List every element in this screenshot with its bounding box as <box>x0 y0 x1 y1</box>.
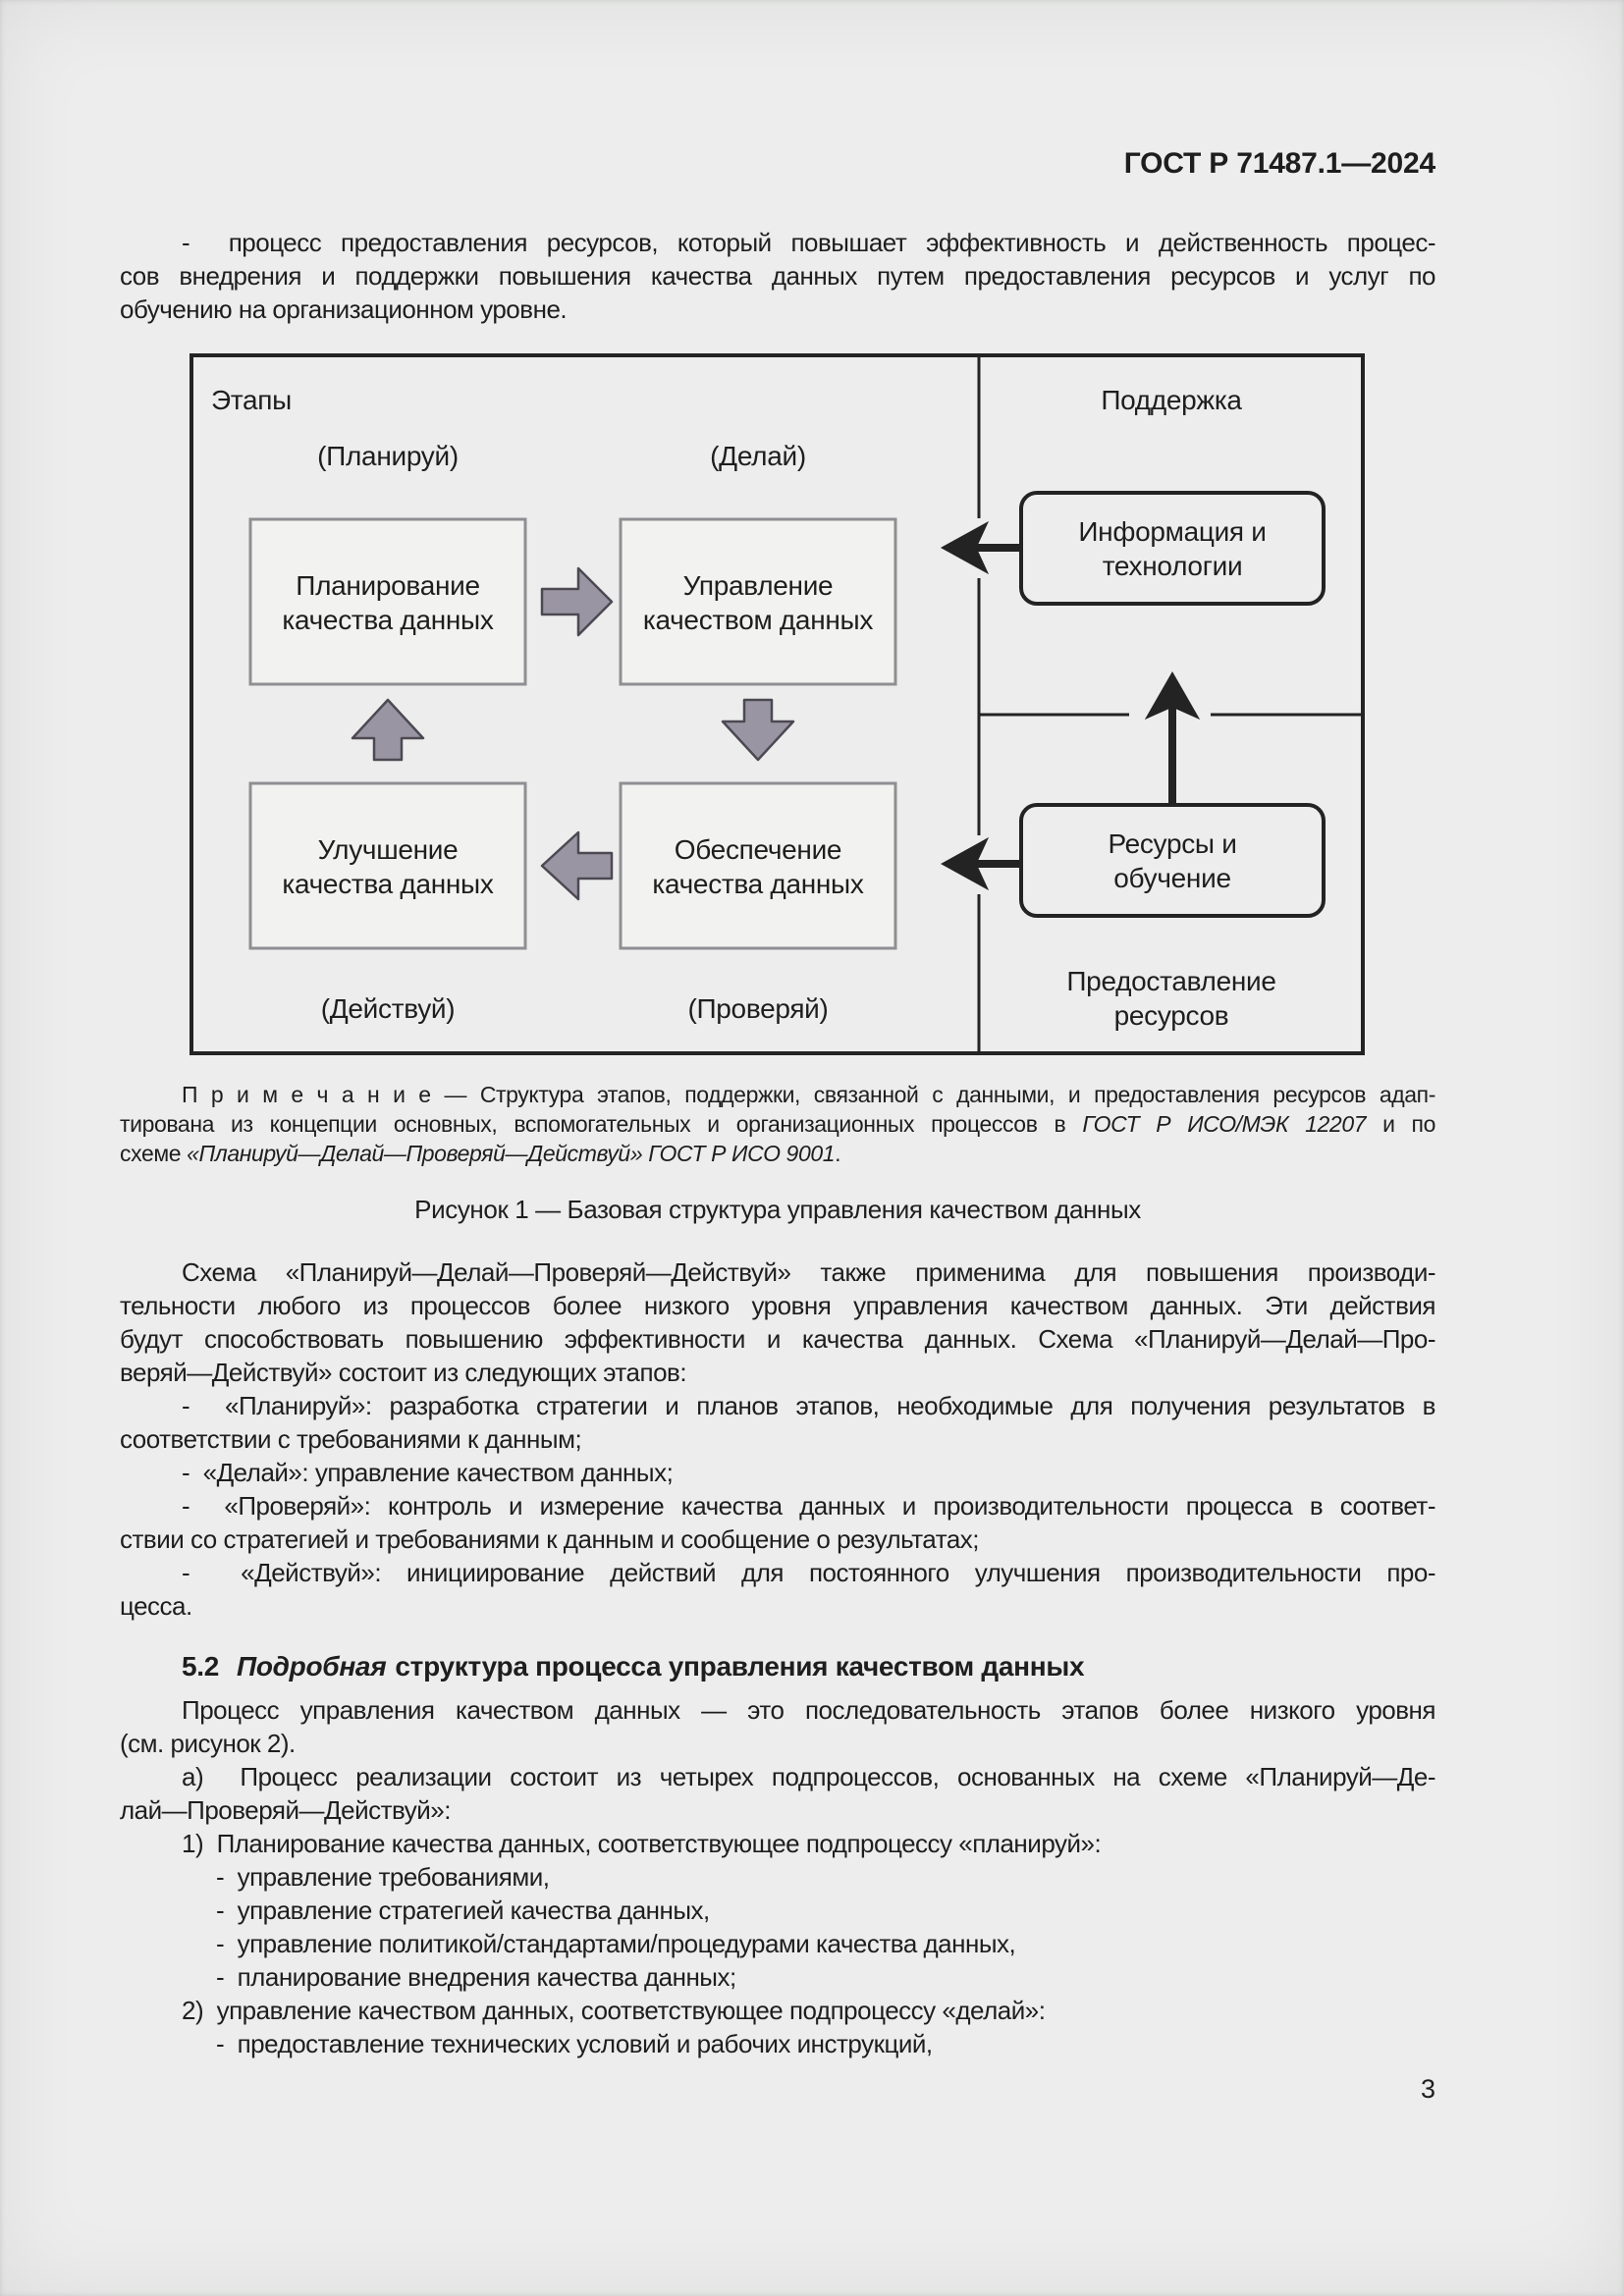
svg-text:обучение: обучение <box>1113 863 1230 893</box>
box-data-quality-management: Управление качеством данных <box>619 517 897 686</box>
note-line: схеме «Планируй—Делай—Проверяй—Действуй»… <box>120 1141 841 1166</box>
box-data-quality-assurance: Обеспечение качества данных <box>619 781 897 950</box>
list-item-continuation: лай—Проверяй—Действуй»: <box>120 1795 451 1825</box>
list-item: - «Делай»: управление качеством данных; <box>182 1458 674 1487</box>
standard-designation: ГОСТ Р 71487.1—2024 <box>1123 147 1435 180</box>
info-arrow-left-icon <box>940 520 990 575</box>
box-data-quality-planning: Планирование качества данных <box>248 517 527 686</box>
heading-italic-word: Подробная <box>237 1651 387 1682</box>
arrow-right-icon <box>540 566 614 637</box>
box-resources-and-training: Ресурсы и обучение <box>1019 803 1326 918</box>
sub-list-item: - предоставление технических условий и р… <box>216 2029 933 2058</box>
svg-text:Управление: Управление <box>683 570 834 601</box>
heading-number: 5.2 <box>182 1651 220 1682</box>
list-item: - «Действуй»: инициирование действий для… <box>182 1558 1436 1587</box>
figure-note: П р и м е ч а н и е — Структура этапов, … <box>120 1080 1435 1168</box>
svg-text:Ресурсы и: Ресурсы и <box>1108 828 1236 859</box>
svg-text:Планирование: Планирование <box>296 570 480 601</box>
svg-text:качества данных: качества данных <box>282 869 493 899</box>
paragraph-line: (см. рисунок 2). <box>120 1729 296 1758</box>
arrow-up-icon <box>351 698 425 762</box>
page-content: ГОСТ Р 71487.1—2024 - процесс предоставл… <box>120 0 1436 2106</box>
process-paragraph: Процесс управления качеством данных — эт… <box>120 1693 1436 1760</box>
arrow-down-icon <box>721 698 795 762</box>
list-item: а) Процесс реализации состоит из четырех… <box>182 1762 1436 1791</box>
svg-text:качества данных: качества данных <box>282 605 493 635</box>
list-item: 1) Планирование качества данных, соответ… <box>182 1829 1102 1858</box>
list-item: - «Планируй»: разработка стратегии и пла… <box>182 1391 1436 1420</box>
list-item-continuation: цесса. <box>120 1591 192 1621</box>
paragraph-line: - процесс предоставления ресурсов, котор… <box>182 228 1436 257</box>
stages-section-label: Этапы <box>211 385 292 415</box>
detailed-structure-list: а) Процесс реализации состоит из четырех… <box>120 1760 1436 2060</box>
pdca-paragraph: Схема «Планируй—Делай—Проверяй—Действуй»… <box>120 1255 1436 1389</box>
note-line: П р и м е ч а н и е — Структура этапов, … <box>182 1082 1435 1107</box>
paragraph-line: Схема «Планируй—Делай—Проверяй—Действуй»… <box>182 1257 1436 1287</box>
standard-reference: «Планируй—Делай—Проверяй—Действуй» ГОСТ … <box>187 1141 836 1166</box>
svg-text:Информация и: Информация и <box>1078 516 1266 547</box>
figure-1-diagram: Этапы Поддержка (Планируй) (Делай) (Дейс… <box>189 353 1365 1055</box>
sub-list-item: - управление политикой/стандартами/проце… <box>216 1929 1016 1958</box>
box-information-and-technology: Информация и технологии <box>1019 491 1326 606</box>
figure-1-caption: Рисунок 1 — Базовая структура управления… <box>414 1195 1141 1224</box>
paragraph-line: тельности любого из процессов более низк… <box>120 1291 1436 1320</box>
standard-reference: ГОСТ Р ИСО/МЭК 12207 <box>1082 1111 1367 1137</box>
paragraph-line: веряй—Действуй» состоит из следующих эта… <box>120 1358 687 1387</box>
paragraph-line: будут способствовать повышению эффективн… <box>120 1324 1436 1354</box>
list-item-continuation: ствии со стратегией и требованиями к дан… <box>120 1524 980 1554</box>
svg-text:технологии: технологии <box>1103 551 1243 581</box>
provision-arrow-up-icon <box>1144 670 1201 721</box>
svg-text:качеством данных: качеством данных <box>643 605 873 635</box>
resource-provision-label-line2: ресурсов <box>1114 1000 1229 1031</box>
sub-list-item: - управление требованиями, <box>216 1862 550 1892</box>
list-item: - «Проверяй»: контроль и измерение качес… <box>182 1491 1436 1521</box>
paragraph-line: сов внедрения и поддержки повышения каче… <box>120 261 1436 291</box>
pdca-stage-list: - «Планируй»: разработка стратегии и пла… <box>120 1389 1436 1623</box>
act-phase-label: (Действуй) <box>321 993 456 1024</box>
check-phase-label: (Проверяй) <box>687 993 828 1024</box>
heading-text: структура процесса управления качеством … <box>395 1651 1085 1682</box>
pdca-cycle-arrows <box>351 566 795 901</box>
plan-phase-label: (Планируй) <box>317 441 459 471</box>
list-item-continuation: соответствии с требованиями к данным; <box>120 1424 582 1454</box>
pdca-structure-diagram: Этапы Поддержка (Планируй) (Делай) (Дейс… <box>189 353 1365 1055</box>
paragraph-line: Процесс управления качеством данных — эт… <box>182 1695 1436 1725</box>
list-item: 2) управление качеством данных, соответс… <box>182 1996 1046 2025</box>
svg-text:Обеспечение: Обеспечение <box>675 834 841 865</box>
intro-paragraph: - процесс предоставления ресурсов, котор… <box>120 226 1436 326</box>
resource-provision-label-line1: Предоставление <box>1066 966 1275 996</box>
svg-text:качества данных: качества данных <box>652 869 863 899</box>
svg-text:Улучшение: Улучшение <box>318 834 459 865</box>
arrow-left-icon <box>540 830 614 901</box>
box-data-quality-improvement: Улучшение качества данных <box>248 781 527 950</box>
resources-arrow-left-icon <box>940 836 990 891</box>
sub-list-item: - управление стратегией качества данных, <box>216 1896 710 1925</box>
sub-list-item: - планирование внедрения качества данных… <box>216 1962 736 1992</box>
page-number: 3 <box>1420 2074 1435 2104</box>
note-line: тирована из концепции основных, вспомога… <box>120 1111 1435 1137</box>
paragraph-line: обучению на организационном уровне. <box>120 294 568 324</box>
support-flow-arrows <box>940 520 1201 891</box>
support-section-label: Поддержка <box>1101 385 1242 415</box>
do-phase-label: (Делай) <box>710 441 806 471</box>
subsection-heading-5-2: 5.2 Подробная структура процесса управлени… <box>120 1650 1435 1683</box>
note-label: П р и м е ч а н и е <box>182 1082 431 1107</box>
